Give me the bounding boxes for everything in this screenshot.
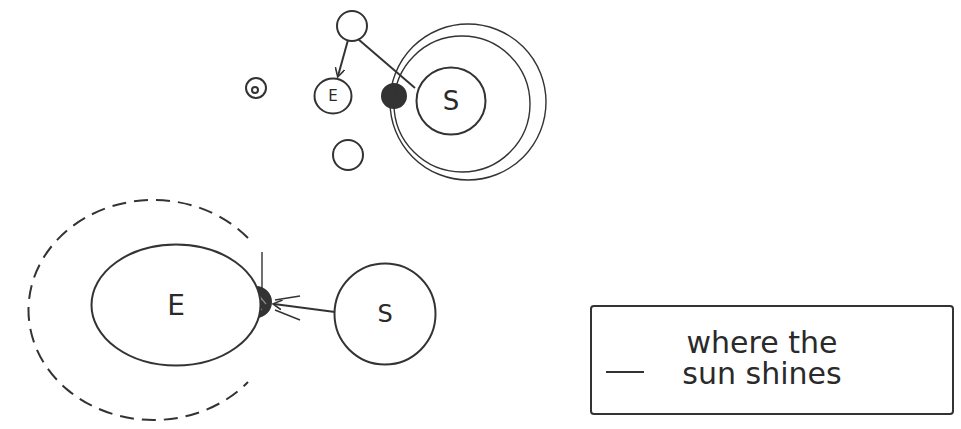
body-letter: S [443, 86, 460, 116]
moon-position [333, 140, 363, 170]
moon-position [246, 78, 266, 98]
sun-ring [390, 24, 546, 180]
legend-line-sample [604, 367, 648, 377]
body-letter: E [167, 289, 185, 322]
body-circle: S [415, 66, 487, 136]
body-letter: S [377, 300, 392, 328]
moon-position [337, 11, 367, 41]
sun-ray [275, 310, 300, 320]
sun-ring [394, 36, 530, 172]
sketch-line [358, 39, 415, 88]
moon-dot [252, 87, 258, 93]
legend-box: where the sun shines [590, 305, 954, 415]
sun-ray [275, 296, 300, 300]
sketch-line [261, 252, 262, 290]
sunlight-arrow [274, 304, 335, 312]
body-letter: E [328, 87, 337, 105]
body-circle: S [333, 262, 437, 366]
arrow-line [338, 40, 348, 76]
body-circle: E [313, 77, 353, 115]
body-circle: E [90, 243, 262, 367]
legend-text: where the sun shines [662, 327, 862, 390]
